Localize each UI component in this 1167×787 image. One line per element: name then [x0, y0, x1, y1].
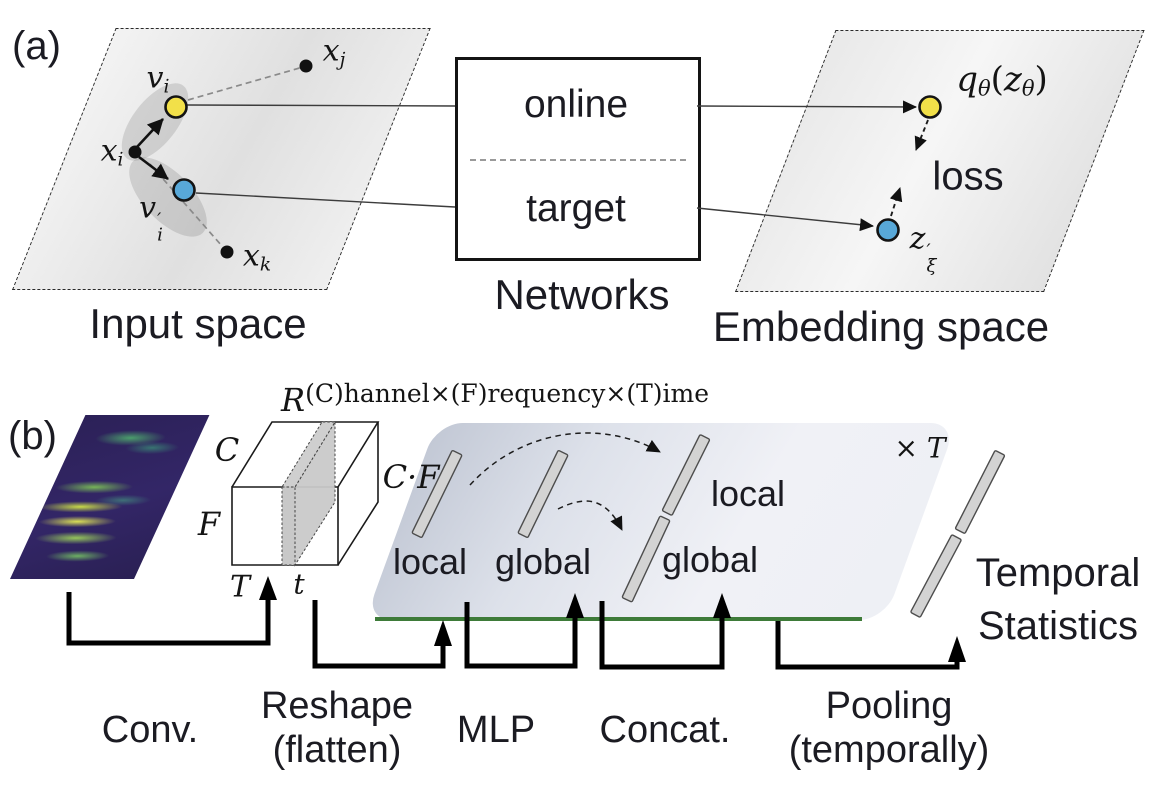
bar-concat-global	[621, 515, 671, 603]
step-pooling-label: Pooling (temporally)	[788, 685, 990, 771]
step-concat-label: Concat.	[599, 709, 731, 751]
bracket-pooling	[775, 621, 960, 670]
panel-a-label: (a)	[12, 24, 61, 68]
point-xk	[220, 245, 234, 259]
point-vi-view1	[164, 95, 188, 119]
line-viprime-to-target	[195, 192, 456, 208]
feature-bars	[411, 434, 1006, 618]
bracket-mlp	[464, 602, 578, 669]
point-xi	[128, 145, 142, 159]
bracket-conv	[66, 592, 271, 646]
skip-arrows	[469, 432, 661, 531]
network-connections	[186, 100, 917, 232]
bracket-reshape	[312, 600, 446, 669]
arrow-xi-to-vi-prime	[138, 155, 169, 181]
point-xj	[299, 59, 313, 73]
line-target-to-z	[696, 207, 874, 232]
step-reshape-label: Reshape (flatten)	[260, 685, 414, 771]
skip-arrow-local	[469, 432, 661, 486]
neighbor-dashed-lines	[149, 66, 304, 247]
data-points	[128, 59, 942, 259]
bar-global-1	[517, 450, 569, 538]
point-z-xi	[876, 218, 900, 242]
time-slice	[281, 420, 336, 567]
line-vi-to-online	[186, 104, 456, 107]
point-q-theta	[918, 95, 942, 119]
bar-pooled-bottom	[910, 534, 962, 618]
dashed-line-xi-xk	[149, 163, 223, 247]
bracket-concat	[599, 601, 725, 670]
bar-pooled-top	[954, 450, 1006, 534]
line-online-to-q	[696, 100, 917, 114]
loss-arrows	[889, 119, 929, 217]
tensor-dimension-label: R(C)hannel×(F)requency×(T)ime	[281, 379, 710, 419]
augmentation-blobs	[121, 83, 207, 237]
networks-box	[455, 57, 701, 261]
cube-right-face	[337, 422, 379, 566]
panel-b-label: (b)	[8, 414, 57, 458]
skip-arrow-global	[557, 500, 623, 531]
loss-arrow-down	[914, 119, 929, 151]
step-conv-label: Conv.	[101, 709, 199, 751]
bar-local-1	[411, 450, 463, 538]
arrow-xi-to-vi	[136, 118, 164, 148]
step-brackets	[66, 592, 960, 670]
bar-concat-local	[661, 434, 711, 516]
point-vi-prime-view2	[172, 178, 196, 202]
bracket-arrowheads	[259, 576, 966, 662]
dashed-line-vi-xj	[187, 66, 304, 101]
step-mlp-label: MLP	[456, 709, 536, 751]
augmentation-arrows	[136, 118, 169, 181]
loss-arrow-up	[889, 187, 903, 217]
online-target-divider	[470, 159, 686, 161]
